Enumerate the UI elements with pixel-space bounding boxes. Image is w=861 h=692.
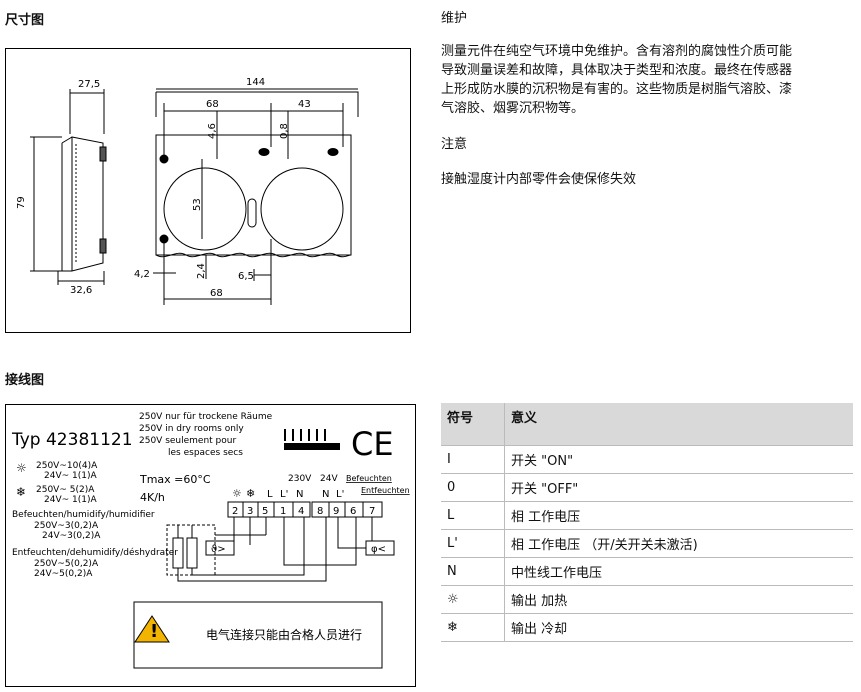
meaning-cell: 开关 "ON" bbox=[504, 445, 853, 474]
symbol-cell: ❄ bbox=[441, 613, 505, 642]
dim-label: 43 bbox=[298, 99, 311, 110]
cool-icon: ❄ bbox=[16, 485, 26, 499]
terminal-letter: L' bbox=[336, 489, 344, 500]
terminal-letter: L bbox=[267, 489, 273, 500]
maintenance-line: 气溶胶、烟雾沉积物等。 bbox=[441, 101, 585, 116]
meaning-cell: 开关 "OFF" bbox=[504, 473, 853, 502]
note-text: 接触湿度计内部零件会使保修失效 bbox=[441, 172, 637, 187]
phi-sensor-label: φ< bbox=[371, 544, 386, 555]
cool-rating: 24V~ 1(1)A bbox=[44, 495, 97, 505]
meaning-cell: 输出 加热 bbox=[504, 585, 853, 614]
heat-rating: 24V~ 1(1)A bbox=[44, 471, 97, 481]
dim-label: 32,6 bbox=[70, 285, 92, 296]
theta-sensor-label: ϑ> bbox=[211, 544, 226, 555]
warning-icon: ! bbox=[150, 621, 158, 642]
column-header: 意义 bbox=[504, 403, 853, 446]
dim-label: 144 bbox=[246, 77, 265, 88]
voltage-24: 24V bbox=[320, 474, 338, 484]
heat-rating: 250V~10(4)A bbox=[36, 461, 98, 471]
humidify-title: Befeuchten/humidify/humidifier bbox=[12, 510, 155, 520]
humidify-rating: 24V~3(0,2)A bbox=[42, 531, 101, 541]
column-header: 符号 bbox=[441, 403, 505, 446]
wiring-diagram: Typ 42381121 250V nur für trockene Räume… bbox=[5, 404, 416, 687]
terminal-number: 2 bbox=[232, 506, 238, 517]
terminal-number: 7 bbox=[369, 506, 375, 517]
type-label: Typ 42381121 bbox=[11, 430, 133, 450]
dim-label: 68 bbox=[210, 288, 223, 299]
usage-line: 250V nur für trockene Räume bbox=[139, 412, 273, 422]
dim-label: 4,6 bbox=[207, 123, 218, 139]
dim-label: 0,8 bbox=[279, 123, 290, 139]
terminal-number: 4 bbox=[298, 506, 304, 517]
dim-label: 4,2 bbox=[134, 269, 150, 280]
dehumidify-title: Entfeuchten/dehumidify/déshydrater bbox=[12, 547, 178, 558]
voltage-230: 230V bbox=[288, 474, 312, 484]
symbol-cell: 0 bbox=[441, 473, 505, 502]
wiring-diagram-svg: Typ 42381121 250V nur für trockene Räume… bbox=[11, 412, 410, 669]
meaning-cell: 中性线工作电压 bbox=[504, 557, 853, 586]
maintenance-line: 上形成防水膜的沉积物是有害的。这些物质是树脂气溶胶、漆 bbox=[441, 82, 793, 97]
usage-line: 250V seulement pour bbox=[139, 436, 236, 446]
symbol-cell: L bbox=[441, 501, 505, 530]
dehumidify-rating: 24V~5(0,2)A bbox=[34, 569, 93, 579]
dim-label: 27,5 bbox=[78, 79, 100, 90]
stripe-marks bbox=[284, 429, 340, 450]
note-title: 注意 bbox=[441, 137, 468, 152]
heat-icon: ☼ bbox=[232, 487, 242, 500]
maintenance-line: 导致测量误差和故障，具体取决于类型和浓度。最终在传感器 bbox=[441, 63, 793, 78]
terminal-number: 3 bbox=[247, 506, 253, 517]
table-row: ☼输出 加热 bbox=[441, 585, 853, 614]
terminal-letter: N bbox=[322, 489, 329, 500]
tmax: Tmax =60°C bbox=[139, 473, 211, 486]
entfeuchten-label: Entfeuchten bbox=[361, 486, 410, 495]
terminal-letter: N bbox=[296, 489, 303, 500]
wiring-title: 接线图 bbox=[5, 373, 45, 388]
maintenance-paragraph: 测量元件在纯空气环境中免维护。含有溶剂的腐蚀性介质可能 导致测量误差和故障，具体… bbox=[441, 42, 856, 118]
symbol-cell: N bbox=[441, 557, 505, 586]
warning-text: 电气连接只能由合格人员进行 bbox=[206, 627, 362, 642]
terminal-number: 1 bbox=[280, 506, 286, 517]
symbol-cell: L' bbox=[441, 529, 505, 558]
cool-icon: ❄ bbox=[246, 487, 255, 500]
maintenance-title: 维护 bbox=[441, 11, 468, 26]
terminal-number: 8 bbox=[317, 506, 323, 517]
terminal-number: 5 bbox=[262, 506, 268, 517]
dim-label: 68 bbox=[206, 99, 219, 110]
terminal-number: 9 bbox=[333, 506, 339, 517]
meaning-cell: 相 工作电压 bbox=[504, 501, 853, 530]
table-row: L'相 工作电压 （开/关开关未激活) bbox=[441, 529, 853, 558]
dim-label: 79 bbox=[16, 196, 27, 209]
dim-label: 2,4 bbox=[196, 263, 207, 279]
humidify-rating: 250V~3(0,2)A bbox=[34, 521, 99, 531]
symbol-cell: ☼ bbox=[441, 585, 505, 614]
meaning-cell: 相 工作电压 （开/关开关未激活) bbox=[504, 529, 853, 558]
table-row: ❄输出 冷却 bbox=[441, 613, 853, 642]
dim-label: 53 bbox=[192, 198, 203, 211]
terminal-number: 6 bbox=[350, 506, 356, 517]
symbol-cell: I bbox=[441, 445, 505, 474]
cool-rating: 250V~ 5(2)A bbox=[36, 485, 95, 495]
dimension-drawing: 27,5 79 32,6 144 68 43 4,6 0,8 53 4,2 2,… bbox=[5, 48, 411, 333]
usage-line: les espaces secs bbox=[168, 448, 243, 458]
dehumidify-rating: 250V~5(0,2)A bbox=[34, 559, 99, 569]
befeuchten-label: Befeuchten bbox=[346, 474, 392, 483]
meaning-cell: 输出 冷却 bbox=[504, 613, 853, 642]
dim-label: 6,5 bbox=[238, 271, 254, 282]
dimensions-title: 尺寸图 bbox=[5, 13, 45, 28]
heat-icon: ☼ bbox=[16, 461, 27, 475]
ce-mark: CE bbox=[351, 425, 394, 463]
terminal-letter: L' bbox=[280, 489, 288, 500]
dimension-drawing-svg: 27,5 79 32,6 144 68 43 4,6 0,8 53 4,2 2,… bbox=[16, 77, 359, 305]
usage-line: 250V in dry rooms only bbox=[139, 424, 244, 434]
rate: 4K/h bbox=[140, 491, 165, 504]
table-header-row: 符号 意义 bbox=[441, 403, 853, 446]
maintenance-line: 测量元件在纯空气环境中免维护。含有溶剂的腐蚀性介质可能 bbox=[441, 44, 793, 59]
